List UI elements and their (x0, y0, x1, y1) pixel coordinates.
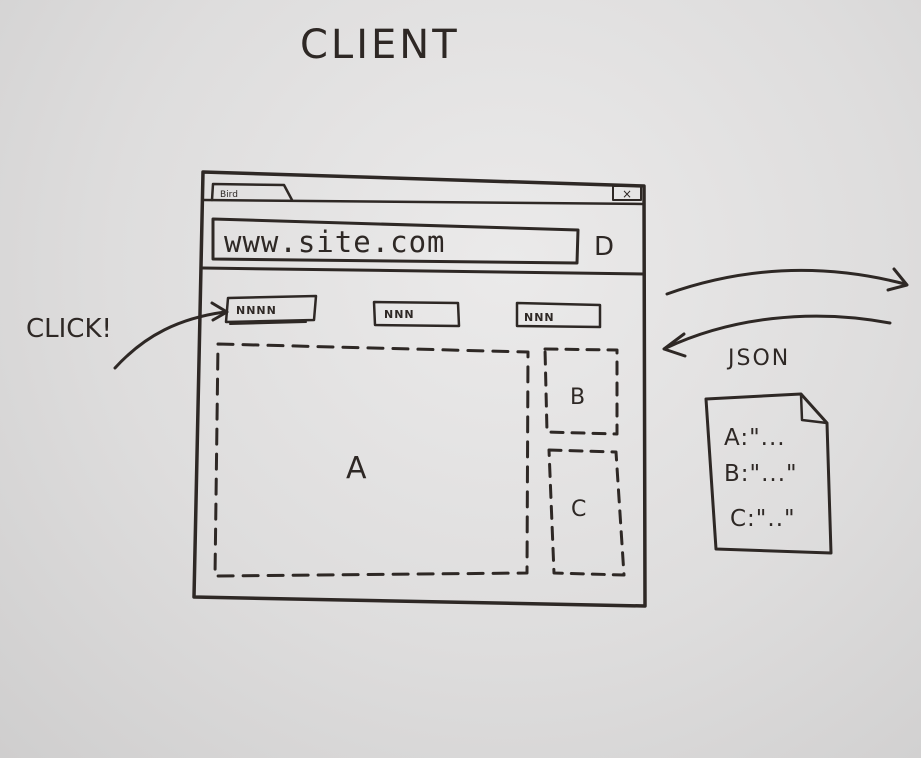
panel-c: C (547, 448, 626, 577)
nav-button-3-label: NNN (524, 311, 555, 324)
tab-label: Bird (220, 190, 238, 200)
nav-button-3[interactable]: NNN (515, 301, 602, 329)
close-icon: × (622, 187, 632, 201)
json-label: JSON (726, 346, 790, 371)
nav-button-1-label: NNNN (236, 304, 277, 317)
nav-button-2-label: NNN (384, 308, 415, 321)
browser-window (192, 170, 647, 608)
panel-c-label: C (571, 497, 586, 522)
nav-button-1[interactable]: NNNN (224, 294, 318, 325)
json-line-b: B:"..." (724, 461, 798, 487)
panel-b-label: B (570, 385, 585, 410)
browser-tab[interactable]: Bird (210, 182, 294, 202)
json-document: A:"... B:"..." C:".." (704, 392, 833, 555)
address-bar[interactable]: www.site.com (211, 217, 580, 265)
click-annotation: CLICK! (26, 314, 112, 344)
request-arrow (665, 267, 909, 296)
close-button[interactable]: × (612, 185, 642, 201)
panel-a: A (213, 342, 530, 578)
click-arrow (113, 301, 229, 370)
panel-b: B (543, 347, 619, 436)
diagram-title: CLIENT (300, 22, 460, 68)
json-line-c: C:".." (730, 506, 796, 532)
panel-a-label: A (346, 451, 367, 486)
nav-button-2[interactable]: NNN (372, 300, 461, 328)
address-input[interactable]: www.site.com (224, 225, 446, 259)
json-line-a: A:"... (724, 425, 786, 451)
response-arrow (662, 314, 892, 358)
go-button[interactable]: D (594, 232, 614, 262)
